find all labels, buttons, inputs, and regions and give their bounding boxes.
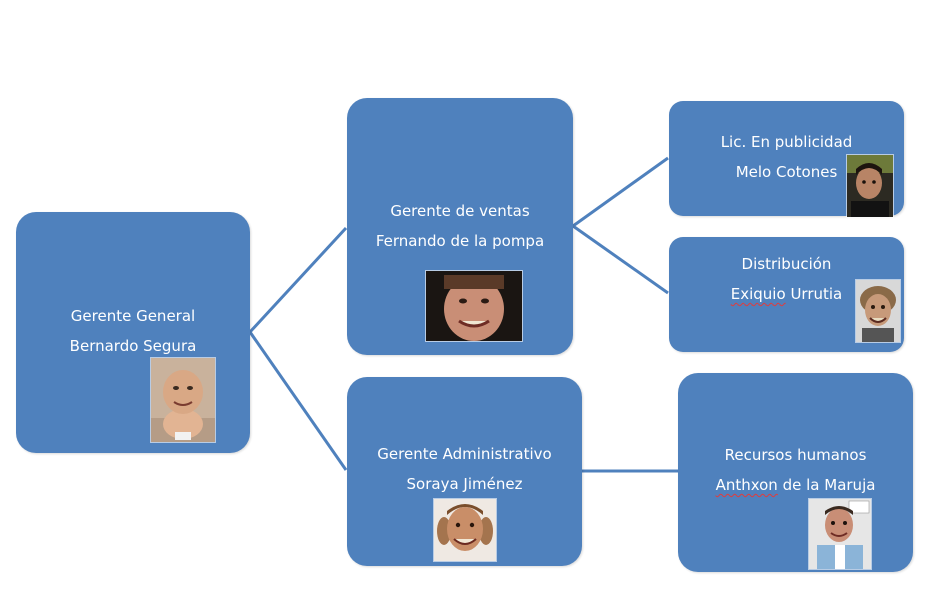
connector-ventas-publicidad <box>572 156 669 228</box>
node-recursos-humanos[interactable]: Recursos humanos Anthxon de la Maruja <box>678 373 913 572</box>
node-title: Gerente de ventas <box>390 202 530 220</box>
node-gerente-general[interactable]: Gerente General Bernardo Segura <box>16 212 250 453</box>
node-distribucion[interactable]: Distribución Exiquio Urrutia <box>669 237 904 352</box>
name-first-misspelled: Exiquio <box>730 285 786 303</box>
name-last: de la Maruja <box>782 476 876 494</box>
portrait-photo <box>855 279 901 343</box>
portrait-photo <box>846 154 894 218</box>
node-lic-publicidad[interactable]: Lic. En publicidad Melo Cotones <box>669 101 904 218</box>
portrait-photo <box>150 357 216 443</box>
portrait-photo <box>808 498 872 570</box>
node-person-name: Fernando de la pompa <box>375 232 545 250</box>
connector-general-ventas <box>248 226 348 334</box>
portrait-photo <box>425 270 523 342</box>
connector-ventas-distribucion <box>572 224 669 295</box>
node-person-name: Soraya Jiménez <box>406 475 523 493</box>
node-gerente-administrativo[interactable]: Gerente Administrativo Soraya Jiménez <box>347 377 582 566</box>
node-person-name: Anthxon de la Maruja <box>678 476 913 494</box>
portrait-photo <box>433 498 497 562</box>
node-title: Gerente General <box>70 307 196 325</box>
connector-general-administrativo <box>248 331 348 471</box>
node-person-name: Bernardo Segura <box>69 337 197 355</box>
node-title: Lic. En publicidad <box>720 133 853 151</box>
node-title: Recursos humanos <box>724 446 867 464</box>
node-title: Distribución <box>741 255 832 273</box>
name-last: Urrutia <box>790 285 843 303</box>
node-person-name: Exiquio Urrutia <box>669 285 904 303</box>
node-gerente-ventas[interactable]: Gerente de ventas Fernando de la pompa <box>347 98 573 355</box>
node-title: Gerente Administrativo <box>377 445 552 463</box>
node-person-name: Melo Cotones <box>735 163 838 181</box>
name-first-misspelled: Anthxon <box>715 476 778 494</box>
